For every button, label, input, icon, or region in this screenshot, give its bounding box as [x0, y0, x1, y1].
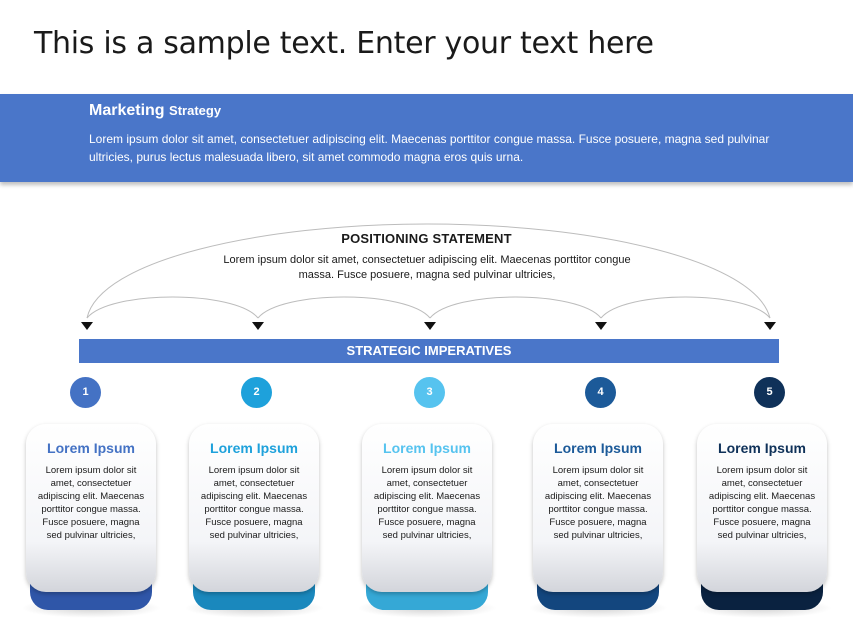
arrow-head-1: [81, 322, 93, 330]
step-card-1: Lorem Ipsum Lorem ipsum dolor sit amet, …: [26, 424, 156, 610]
arc-3-4: [429, 296, 602, 319]
step-card-4: Lorem Ipsum Lorem ipsum dolor sit amet, …: [533, 424, 663, 610]
step-card-5: Lorem Ipsum Lorem ipsum dolor sit amet, …: [697, 424, 827, 610]
strategic-imperatives-bar: STRATEGIC IMPERATIVES: [79, 339, 779, 363]
positioning-title: POSITIONING STATEMENT: [341, 231, 512, 246]
card-body: Lorem ipsum dolor sit amet, consectetuer…: [708, 465, 816, 541]
arrow-head-4: [595, 322, 607, 330]
arrow-head-3: [424, 322, 436, 330]
card-title: Lorem Ipsum: [47, 440, 135, 456]
card-face: [362, 424, 492, 592]
slide-title: This is a sample text. Enter your text h…: [34, 26, 654, 61]
step-number-5: 5: [754, 377, 785, 408]
banner-body: Lorem ipsum dolor sit amet, consectetuer…: [89, 132, 770, 164]
positioning-body: Lorem ipsum dolor sit amet, consectetuer…: [223, 254, 631, 281]
step-number-3: 3: [414, 377, 445, 408]
card-title: Lorem Ipsum: [210, 440, 298, 456]
card-body: Lorem ipsum dolor sit amet, consectetuer…: [200, 465, 308, 541]
card-body: Lorem ipsum dolor sit amet, consectetuer…: [37, 465, 145, 541]
card-face: [26, 424, 156, 592]
arrow-head-2: [252, 322, 264, 330]
arrow-head-5: [764, 322, 776, 330]
arc-2-3: [257, 296, 431, 319]
card-body: Lorem ipsum dolor sit amet, consectetuer…: [544, 465, 652, 541]
card-face: [189, 424, 319, 592]
step-number-4: 4: [585, 377, 616, 408]
card-title: Lorem Ipsum: [554, 440, 642, 456]
step-card-2: Lorem Ipsum Lorem ipsum dolor sit amet, …: [189, 424, 319, 610]
arc-4-5: [600, 296, 771, 319]
arc-1-2: [86, 296, 259, 319]
banner-heading: Marketing Strategy: [89, 102, 221, 120]
strategy-banner: Marketing Strategy Lorem ipsum dolor sit…: [0, 94, 853, 182]
step-number-2: 2: [241, 377, 272, 408]
card-body: Lorem ipsum dolor sit amet, consectetuer…: [373, 465, 481, 541]
outer-arc: [86, 223, 771, 319]
card-face: [697, 424, 827, 592]
banner-heading-main: Marketing: [89, 102, 165, 119]
card-title: Lorem Ipsum: [718, 440, 806, 456]
card-face: [533, 424, 663, 592]
banner-heading-sub: Strategy: [169, 103, 222, 118]
card-title: Lorem Ipsum: [383, 440, 471, 456]
step-card-3: Lorem Ipsum Lorem ipsum dolor sit amet, …: [362, 424, 492, 610]
step-number-1: 1: [70, 377, 101, 408]
